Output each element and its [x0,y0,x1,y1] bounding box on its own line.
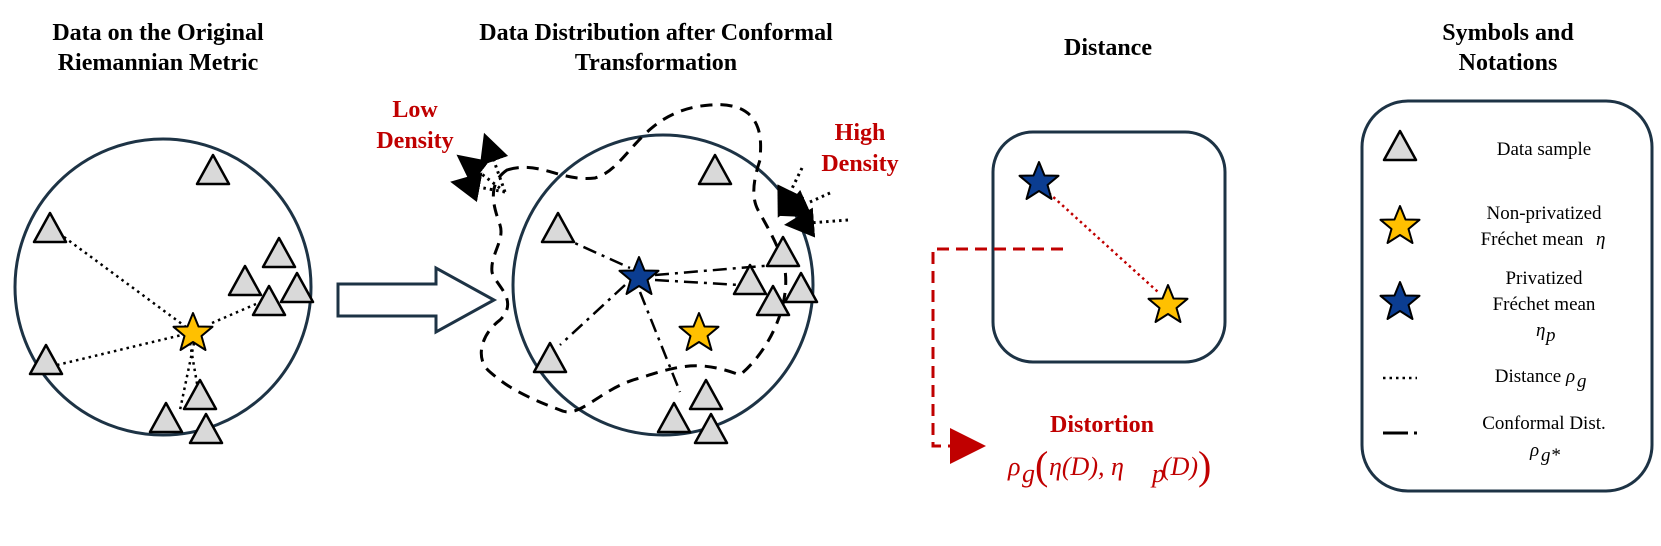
original-distance-lines [56,235,257,411]
non-privatized-mean-star [1147,284,1189,323]
legend-item-distance: Distance [1495,366,1561,387]
formula-end: (D) [1162,452,1198,481]
triangle-icon [1382,129,1418,162]
original-title-line1: Data on the Original [52,20,264,46]
data-sample-triangle [765,235,801,268]
data-sample-triangle [693,412,729,445]
legend-item-nonpriv-math: η [1596,229,1605,250]
data-sample-triangle [188,412,224,445]
legend-title-line2: Notations [1459,50,1558,76]
distortion-label: Distortion [1050,412,1154,438]
data-sample-triangle [227,264,263,297]
formula-left-paren: ( [1035,443,1048,488]
legend-item-conformal: Conformal Dist. [1482,413,1606,434]
distance-box [991,130,1227,364]
legend-item-conformal-math: ρ [1529,440,1539,461]
conformal-distance-lines [556,233,776,393]
data-sample-triangle [697,153,733,186]
legend-item-distance-math: ρ [1565,366,1575,387]
high-density-arrows [777,167,849,238]
legend-item-priv-math: η [1536,320,1545,341]
legend-item-nonpriv-line2: Fréchet mean [1481,229,1584,250]
data-sample-triangle [656,401,692,434]
distance-title: Distance [1064,35,1152,61]
legend-item-priv-line1: Privatized [1505,268,1583,289]
data-sample-triangle [182,378,218,411]
formula-args: η(D), η [1049,452,1124,481]
original-data-circle [13,137,315,445]
data-sample-triangle [195,153,231,186]
formula-p-sub: p [1150,459,1165,488]
legend-box: Data sample Non-privatized Fréchet mean … [1360,99,1654,493]
privatized-mean-star [618,256,660,295]
transform-arrow [336,265,498,335]
low-density-arrows [450,132,509,203]
data-sample-triangle [688,378,724,411]
gold-star-icon [1379,205,1421,244]
conformal-title-line2: Transformation [575,50,737,76]
low-density-label-line2: Density [376,128,453,154]
distortion-distance-line [1039,184,1159,293]
legend-item-priv-line2: Fréchet mean [1493,294,1596,315]
data-sample-triangle [532,341,568,374]
legend-item-conformal-math-sub: g* [1541,445,1561,466]
legend-item-data-sample: Data sample [1497,139,1591,160]
high-density-label-line2: Density [821,151,898,177]
formula-rho: ρ [1007,452,1020,481]
non-privatized-mean-star [678,312,720,351]
conformal-data-circle [479,103,819,445]
conformal-title-line1: Data Distribution after Conformal [479,20,833,46]
legend-item-priv-math-sub: p [1544,325,1556,346]
distortion-connector [931,247,1063,464]
data-sample-triangle [279,271,315,304]
original-title-line2: Riemannian Metric [58,50,259,76]
density-contour [479,103,788,414]
legend-item-nonpriv-line1: Non-privatized [1486,203,1602,224]
privatized-mean-star [1018,161,1060,200]
formula-rho-sub: g [1022,459,1035,488]
legend-item-distance-math-sub: g [1577,371,1587,392]
high-density-label-line1: High [835,120,886,146]
distortion-formula: ρ g ( η(D), η p (D) ) [1007,443,1211,488]
blue-star-icon [1379,281,1421,320]
data-sample-triangle [32,211,68,244]
data-sample-triangle [148,401,184,434]
data-sample-triangle [261,236,297,269]
low-density-label-line1: Low [392,97,438,123]
data-sample-triangle [540,211,576,244]
formula-right-paren: ) [1198,443,1211,488]
legend-title-line1: Symbols and [1442,20,1574,46]
data-sample-triangle [732,263,768,296]
